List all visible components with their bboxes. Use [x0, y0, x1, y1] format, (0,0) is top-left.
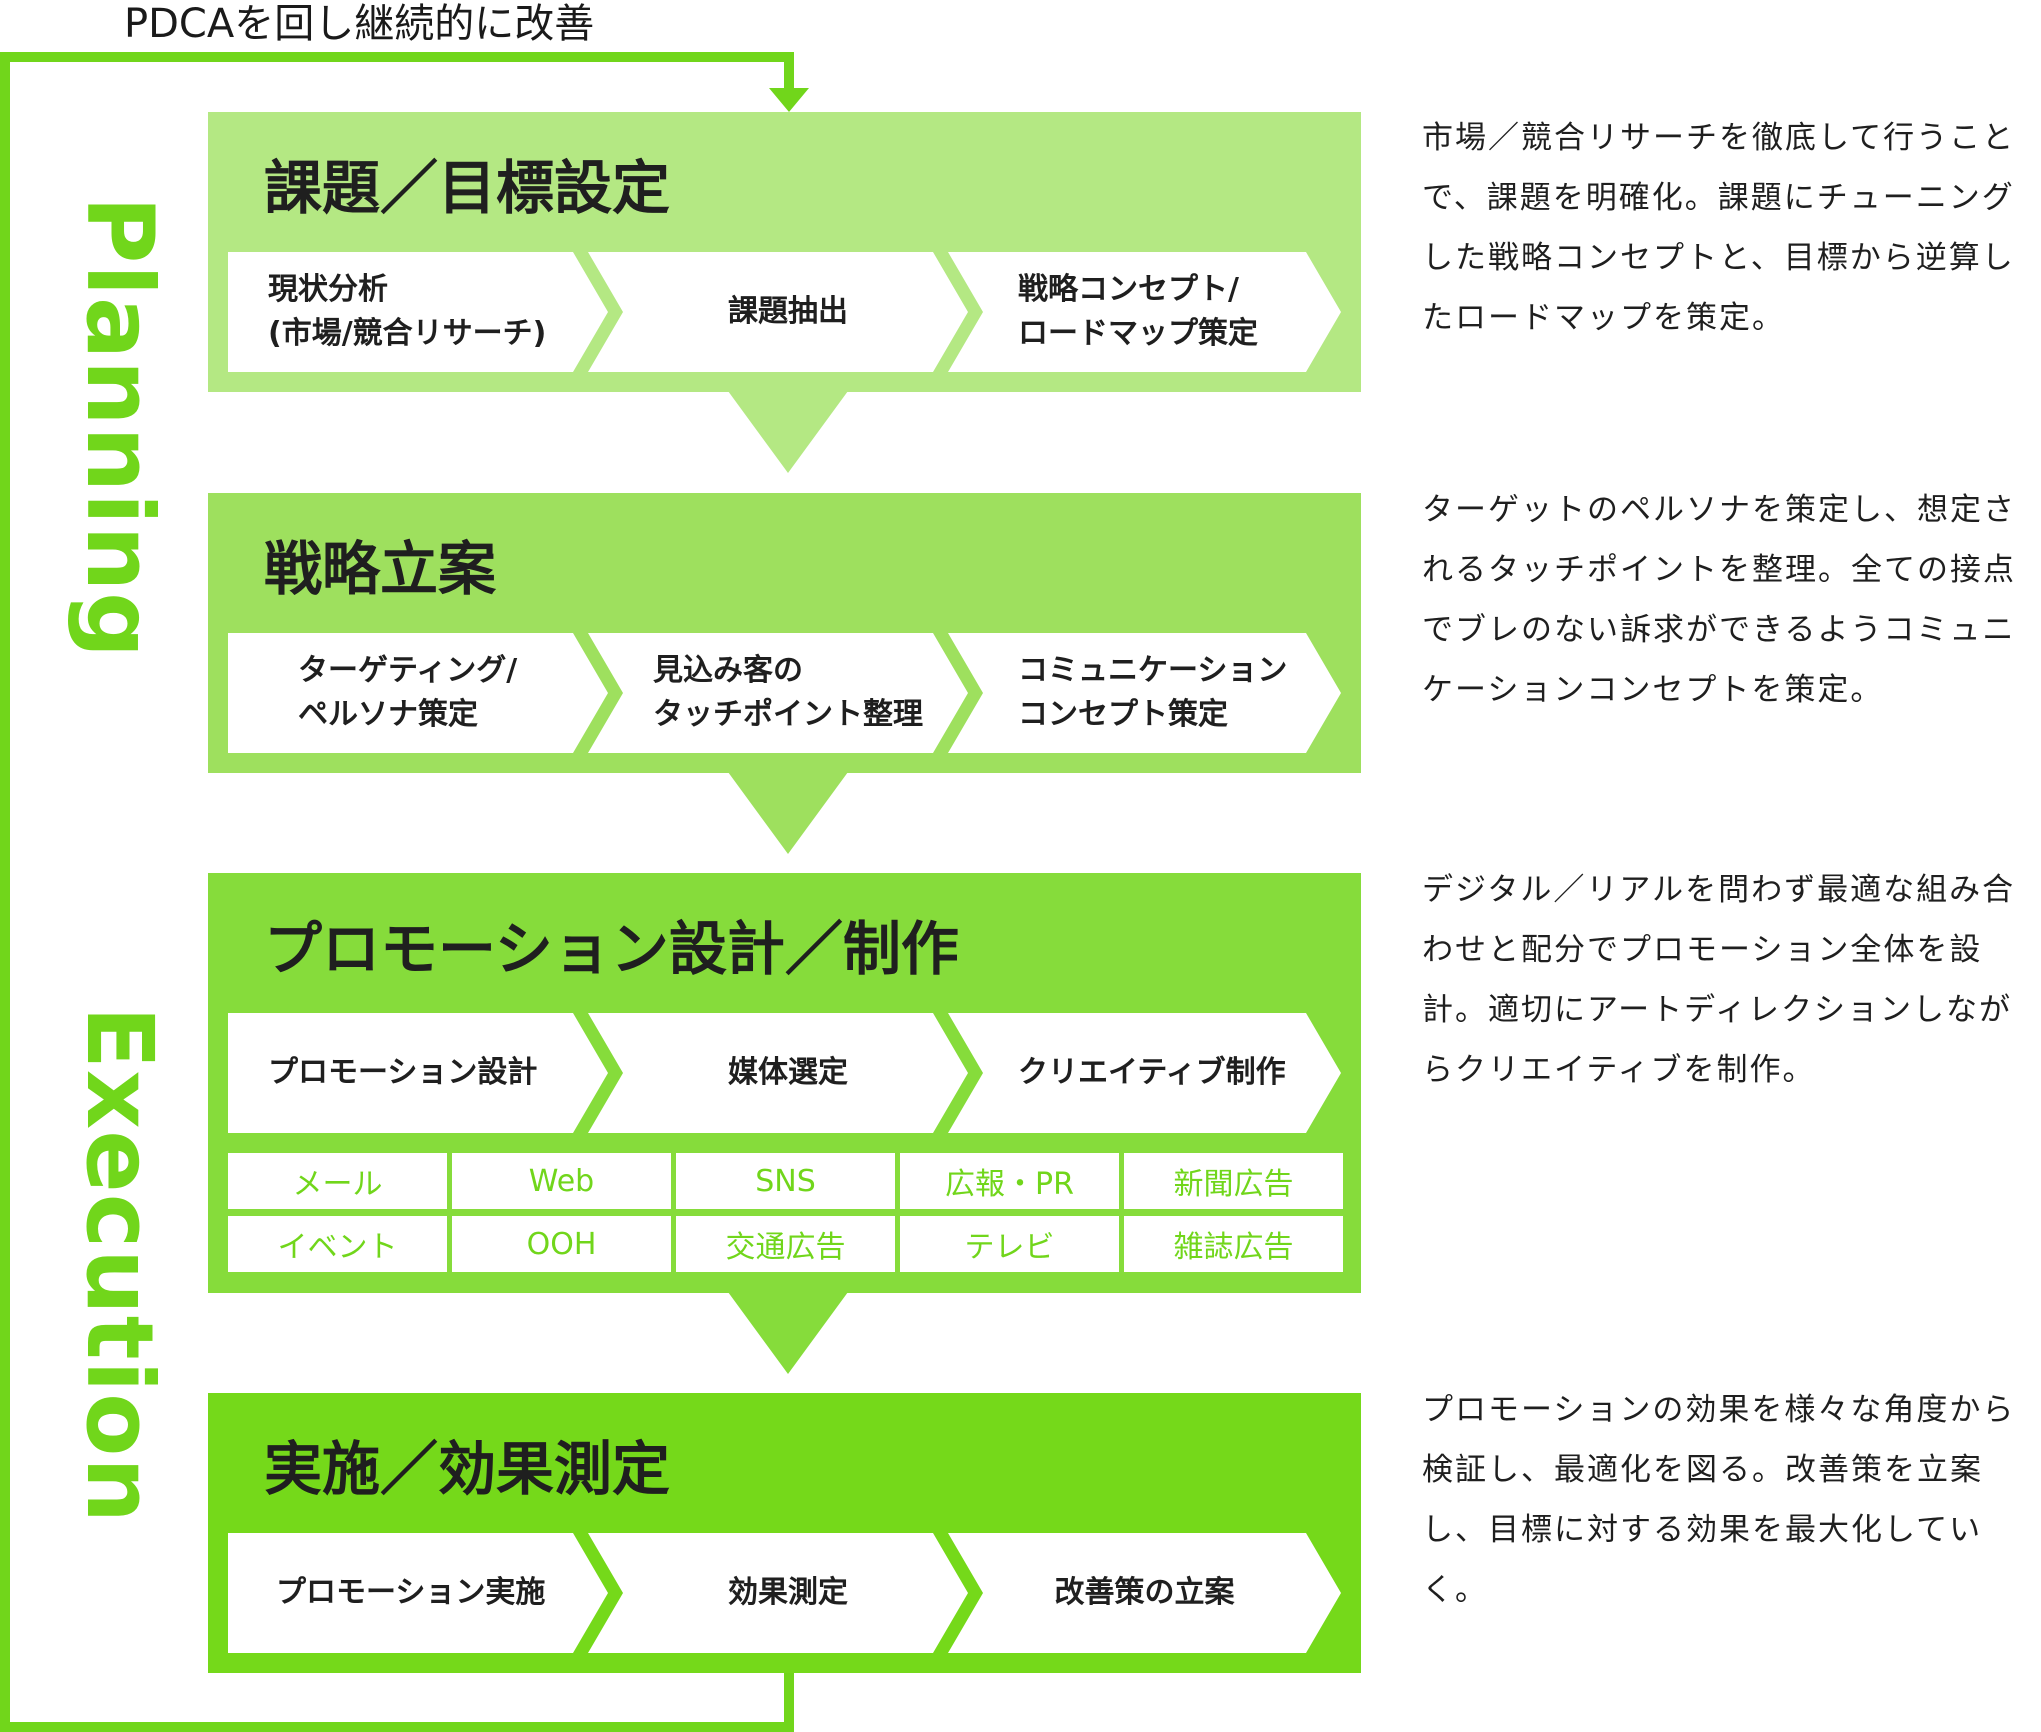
loop-arrow-icon [769, 88, 809, 112]
loop-line-top [0, 52, 794, 62]
stage-description: プロモーションの効果を様々な角度から検証し、最適化を図る。改善策を立案し、目標に… [1422, 1392, 2016, 1608]
step-effect-measurement: 効果測定 [588, 1533, 968, 1653]
stage-description: ターゲットのペルソナを策定し、想定されるタッチポイントを整理。全ての接点でブレの… [1422, 492, 2016, 708]
media-grid: メール Web SNS 広報・PR 新聞広告 イベント OOH 交通広告 テレビ… [228, 1153, 1343, 1273]
step-flow: ターゲティング/ ペルソナ策定 見込み客の タッチポイント整理 コミュニケーショ… [228, 633, 1341, 753]
step-media-selection: 媒体選定 [588, 1013, 968, 1133]
pdca-loop-title: PDCAを回し継続的に改善 [124, 1, 595, 47]
stage-down-arrow-icon [728, 391, 848, 473]
stage-description: デジタル／リアルを問わず最適な組み合わせと配分でプロモーション全体を設計。適切に… [1422, 872, 2016, 1088]
step-promotion-execution: プロモーション実施 [228, 1533, 608, 1653]
loop-line-right-bottom [784, 1672, 794, 1728]
loop-line-right-top [784, 52, 794, 92]
stage-down-arrow-icon [728, 772, 848, 854]
step-touchpoints: 見込み客の タッチポイント整理 [588, 633, 968, 753]
stage-down-arrow-icon [728, 1292, 848, 1374]
media-item: 交通広告 [676, 1216, 895, 1272]
step-current-analysis: 現状分析 (市場/競合リサーチ) [228, 252, 608, 372]
stage-strategy: 戦略立案 ターゲティング/ ペルソナ策定 見込み客の タッチポイント整理 コミュ… [208, 493, 1361, 773]
media-item: イベント [228, 1216, 447, 1272]
media-item: メール [228, 1153, 447, 1209]
step-strategy-roadmap: 戦略コンセプト/ ロードマップ策定 [948, 252, 1341, 372]
media-item: OOH [452, 1216, 671, 1272]
step-flow: 現状分析 (市場/競合リサーチ) 課題抽出 戦略コンセプト/ ロードマップ策定 [228, 252, 1341, 372]
step-targeting-persona: ターゲティング/ ペルソナ策定 [228, 633, 608, 753]
media-item: Web [452, 1153, 671, 1209]
media-item: SNS [676, 1153, 895, 1209]
loop-line-left [0, 52, 10, 1732]
loop-line-bottom [0, 1722, 794, 1732]
step-improvement-plan: 改善策の立案 [948, 1533, 1341, 1653]
stage-title: 課題／目標設定 [264, 154, 671, 222]
stage-promotion-design: プロモーション設計／制作 プロモーション設計 媒体選定 クリエイティブ制作 メー… [208, 873, 1361, 1293]
media-item: 広報・PR [900, 1153, 1119, 1209]
media-item: 新聞広告 [1124, 1153, 1343, 1209]
step-promotion-design: プロモーション設計 [228, 1013, 608, 1133]
step-creative-production: クリエイティブ制作 [948, 1013, 1341, 1133]
stage-title: プロモーション設計／制作 [264, 915, 959, 983]
step-issue-extraction: 課題抽出 [588, 252, 968, 372]
step-flow: プロモーション設計 媒体選定 クリエイティブ制作 [228, 1013, 1341, 1133]
media-item: テレビ [900, 1216, 1119, 1272]
step-flow: プロモーション実施 効果測定 改善策の立案 [228, 1533, 1341, 1653]
stage-title: 戦略立案 [264, 535, 497, 603]
stage-execution-measurement: 実施／効果測定 プロモーション実施 効果測定 改善策の立案 [208, 1393, 1361, 1673]
planning-label: Planning [66, 195, 173, 659]
stage-issue-goal: 課題／目標設定 現状分析 (市場/競合リサーチ) 課題抽出 戦略コンセプト/ ロ… [208, 112, 1361, 392]
stage-title: 実施／効果測定 [264, 1435, 671, 1503]
step-communication-concept: コミュニケーション コンセプト策定 [948, 633, 1341, 753]
stage-description: 市場／競合リサーチを徹底して行うことで、課題を明確化。課題にチューニングした戦略… [1422, 120, 2016, 336]
execution-label: Execution [66, 1006, 173, 1524]
media-item: 雑誌広告 [1124, 1216, 1343, 1272]
